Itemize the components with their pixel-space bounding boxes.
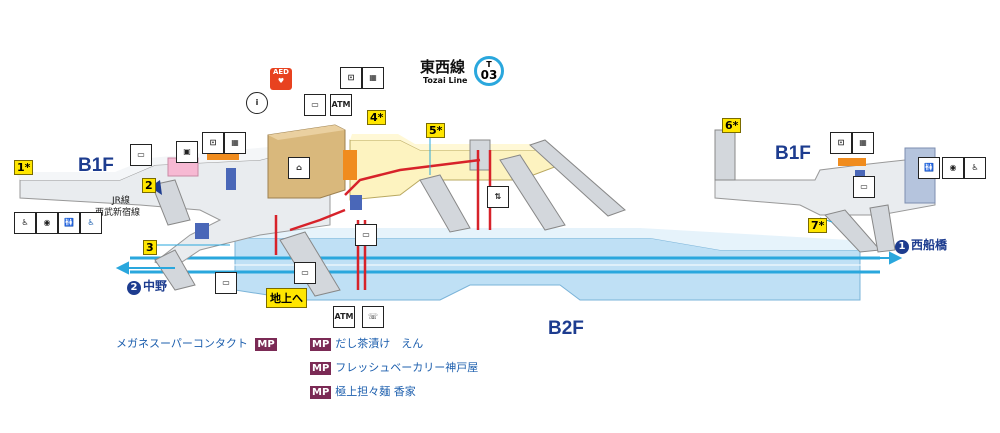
shop-meganesuper[interactable]: メガネスーパーコンタクト MP bbox=[116, 335, 281, 351]
ticket-office-icon: ⊡ bbox=[340, 67, 362, 89]
baby-room-icon: ♿ bbox=[14, 212, 36, 234]
line-code-number: 03 bbox=[480, 68, 498, 82]
fare-adjust-icon: ▦ bbox=[362, 67, 384, 89]
baby-room-icon-2: ♿ bbox=[964, 157, 986, 179]
ticket-machine-icon-4: ▭ bbox=[215, 272, 237, 294]
shop-icon: ⌂ bbox=[288, 157, 310, 179]
exit-7[interactable]: 7* bbox=[808, 218, 828, 233]
fare-adjust-icon-3: ▦ bbox=[852, 132, 874, 154]
atm-icon-2: ATM bbox=[333, 306, 355, 328]
shop-name: 極上担々麺 香家 bbox=[335, 385, 416, 398]
transfer-seibu: 西武新宿線 bbox=[95, 208, 141, 218]
shop-name: だし茶漬け えん bbox=[335, 337, 424, 350]
ticket-machine-icon-6: ▭ bbox=[853, 176, 875, 198]
info-icon: i bbox=[246, 92, 268, 114]
floor-label-b2f: B2F bbox=[548, 318, 584, 339]
shop-name: フレッシュベーカリー神戸屋 bbox=[335, 361, 479, 374]
restroom-icon: 🚻 bbox=[58, 212, 80, 234]
exit-2[interactable]: 2 bbox=[142, 178, 156, 193]
restroom-icon-2: 🚻 bbox=[918, 157, 940, 179]
accessible-route bbox=[274, 150, 492, 290]
atm-icon: ATM bbox=[330, 94, 352, 116]
line-code-badge: T 03 bbox=[474, 56, 504, 86]
exit-4[interactable]: 4* bbox=[367, 110, 387, 125]
fare-adjust-icon-2: ▦ bbox=[224, 132, 246, 154]
ticket-office-icon-2: ⊡ bbox=[202, 132, 224, 154]
baby-icon-2: ◉ bbox=[942, 157, 964, 179]
exit-1[interactable]: 1* bbox=[14, 160, 34, 175]
mp-badge: MP bbox=[310, 386, 332, 399]
mp-badge: MP bbox=[310, 362, 332, 375]
ticket-machine-icon-5: ▭ bbox=[294, 262, 316, 284]
exit-5[interactable]: 5* bbox=[426, 123, 446, 138]
transfer-arrow bbox=[150, 180, 162, 195]
ticket-machine-icon-3: ▭ bbox=[355, 224, 377, 246]
b1f-right-concourse bbox=[714, 129, 936, 216]
floor-label-b1f-right: B1F bbox=[775, 143, 811, 164]
floor-label-b1f-left: B1F bbox=[78, 155, 114, 176]
direction-arrows bbox=[115, 251, 903, 275]
tracks bbox=[130, 256, 880, 274]
direction-nakano-label: 中野 bbox=[143, 279, 168, 293]
transfer-jr: JR線 bbox=[112, 196, 130, 206]
accessible-restroom-icon: ♿ bbox=[80, 212, 102, 234]
to-ground-label[interactable]: 地上へ bbox=[266, 288, 307, 308]
mp-badge: MP bbox=[310, 338, 332, 351]
line-code-letter: T bbox=[486, 60, 492, 69]
exit-3[interactable]: 3 bbox=[143, 240, 157, 255]
mp-badge: MP bbox=[255, 338, 277, 351]
baby-icon: ◉ bbox=[36, 212, 58, 234]
ticket-machine-icon-2: ▭ bbox=[130, 144, 152, 166]
aed-label: AED bbox=[272, 68, 289, 76]
elevator-icon: ⇅ bbox=[487, 186, 509, 208]
direction-nishifunabashi-num: 1 bbox=[895, 240, 909, 254]
ticket-office-icon-3: ⊡ bbox=[830, 132, 852, 154]
counter-icon: ▣ bbox=[176, 141, 198, 163]
b1f-center-concourse bbox=[343, 134, 562, 210]
direction-nakano-num: 2 bbox=[127, 281, 141, 295]
b2f-platform bbox=[234, 228, 861, 301]
line-name-en: Tozai Line bbox=[423, 76, 468, 85]
ticket-machine-icon: ▭ bbox=[304, 94, 326, 116]
shop-name: メガネスーパーコンタクト bbox=[116, 337, 248, 350]
direction-nishifunabashi-label: 西船橋 bbox=[911, 238, 948, 252]
line-name: 東西線 bbox=[420, 58, 466, 76]
phone-icon: ☏ bbox=[362, 306, 384, 328]
exit-6[interactable]: 6* bbox=[722, 118, 742, 133]
aed-icon: AED♥ bbox=[270, 68, 292, 90]
stairs-right bbox=[824, 204, 896, 253]
